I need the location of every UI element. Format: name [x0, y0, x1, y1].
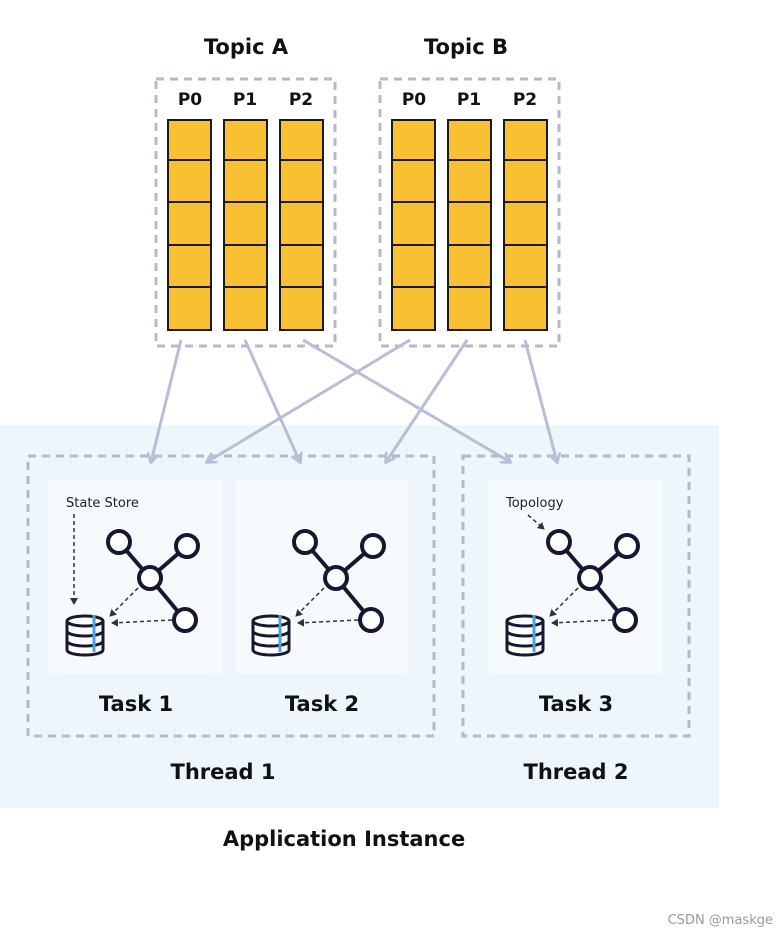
read-arrow [551, 618, 613, 627]
partition-cell [503, 286, 548, 331]
partition-cell [167, 119, 212, 161]
topic-a-partition-label-p2: P2 [289, 90, 313, 110]
graph-node [358, 607, 384, 633]
topic-b-container [378, 77, 561, 348]
topology-pointer [527, 514, 545, 530]
thread-2-container [461, 454, 691, 738]
task-3-topology-graph [505, 514, 640, 657]
topic-b-partition-label-p2: P2 [513, 90, 537, 110]
arrow-topic-a-p2-to-task-3 [302, 338, 510, 462]
partition-cell [167, 201, 212, 246]
partition-cell [279, 244, 324, 288]
partition-cell [223, 119, 268, 161]
partition-cell [503, 159, 548, 203]
topic-b-partition-label-p0: P0 [402, 90, 426, 110]
graph-node [137, 565, 163, 591]
partition-cell [447, 201, 492, 246]
application-instance-label: Application Instance [223, 827, 465, 851]
partition-cell [391, 286, 436, 331]
state-store-annotation: State Store [66, 496, 139, 511]
partition-cell [503, 244, 548, 288]
graph-node [360, 533, 386, 559]
task-1-topology-graph [65, 514, 200, 657]
partition-cell [167, 244, 212, 288]
partition-cell [223, 286, 268, 331]
graph-node [106, 529, 132, 555]
watermark: CSDN @maskge [668, 913, 773, 928]
graph-node [292, 529, 318, 555]
partition-cell [279, 159, 324, 203]
task-1-label: Task 1 [99, 692, 173, 716]
partition-cell [279, 119, 324, 161]
partition-cell [167, 159, 212, 203]
topic-a-partition-p1 [223, 119, 268, 331]
partition-cell [447, 244, 492, 288]
partition-cell [391, 119, 436, 161]
task-2-label: Task 2 [285, 692, 359, 716]
partition-cell [503, 119, 548, 161]
partition-cell [391, 159, 436, 203]
thread-2-label: Thread 2 [524, 760, 629, 784]
state-store-database-icon [251, 614, 291, 657]
arrow-topic-b-p2-to-task-3 [523, 339, 557, 462]
task-2-topology-graph [251, 529, 386, 657]
topic-b-title: Topic B [424, 35, 508, 59]
state-store-database-icon [65, 614, 105, 657]
partition-cell [391, 201, 436, 246]
topic-b-partition-label-p1: P1 [457, 90, 481, 110]
arrow-topic-a-p1-to-task-2 [243, 339, 300, 462]
graph-node [172, 607, 198, 633]
topic-a-container [154, 77, 337, 348]
partition-cell [223, 244, 268, 288]
task-3-label: Task 3 [539, 692, 613, 716]
arrow-topic-b-p1-to-task-2 [386, 339, 469, 462]
topic-b-partition-p1 [447, 119, 492, 331]
partition-cell [447, 286, 492, 331]
graph-node [546, 529, 572, 555]
topic-a-partition-label-p0: P0 [178, 90, 202, 110]
topic-a-partition-p2 [279, 119, 324, 331]
state-store-database-icon [505, 614, 545, 657]
thread-1-label: Thread 1 [171, 760, 276, 784]
graph-node [612, 607, 638, 633]
partition-cell [223, 159, 268, 203]
topic-a-partition-label-p1: P1 [233, 90, 257, 110]
topic-b-partition-p0 [391, 119, 436, 331]
arrow-topic-b-p0-to-task-1 [207, 338, 411, 462]
thread-1-container [26, 454, 436, 738]
topic-a-partition-p0 [167, 119, 212, 331]
graph-node [577, 565, 603, 591]
read-arrow [297, 618, 359, 627]
partition-cell [503, 201, 548, 246]
read-arrow [111, 618, 173, 627]
topic-a-title: Topic A [204, 35, 289, 59]
arrow-topic-a-p0-to-task-1 [151, 339, 183, 462]
topic-b-partition-p2 [503, 119, 548, 331]
graph-node [614, 533, 640, 559]
topology-annotation: Topology [505, 496, 564, 511]
partition-cell [279, 286, 324, 331]
partition-cell [279, 201, 324, 246]
partition-cell [167, 286, 212, 331]
partition-cell [223, 201, 268, 246]
graph-node [323, 565, 349, 591]
partition-cell [447, 159, 492, 203]
partition-cell [391, 244, 436, 288]
graph-node [174, 533, 200, 559]
partition-cell [447, 119, 492, 161]
